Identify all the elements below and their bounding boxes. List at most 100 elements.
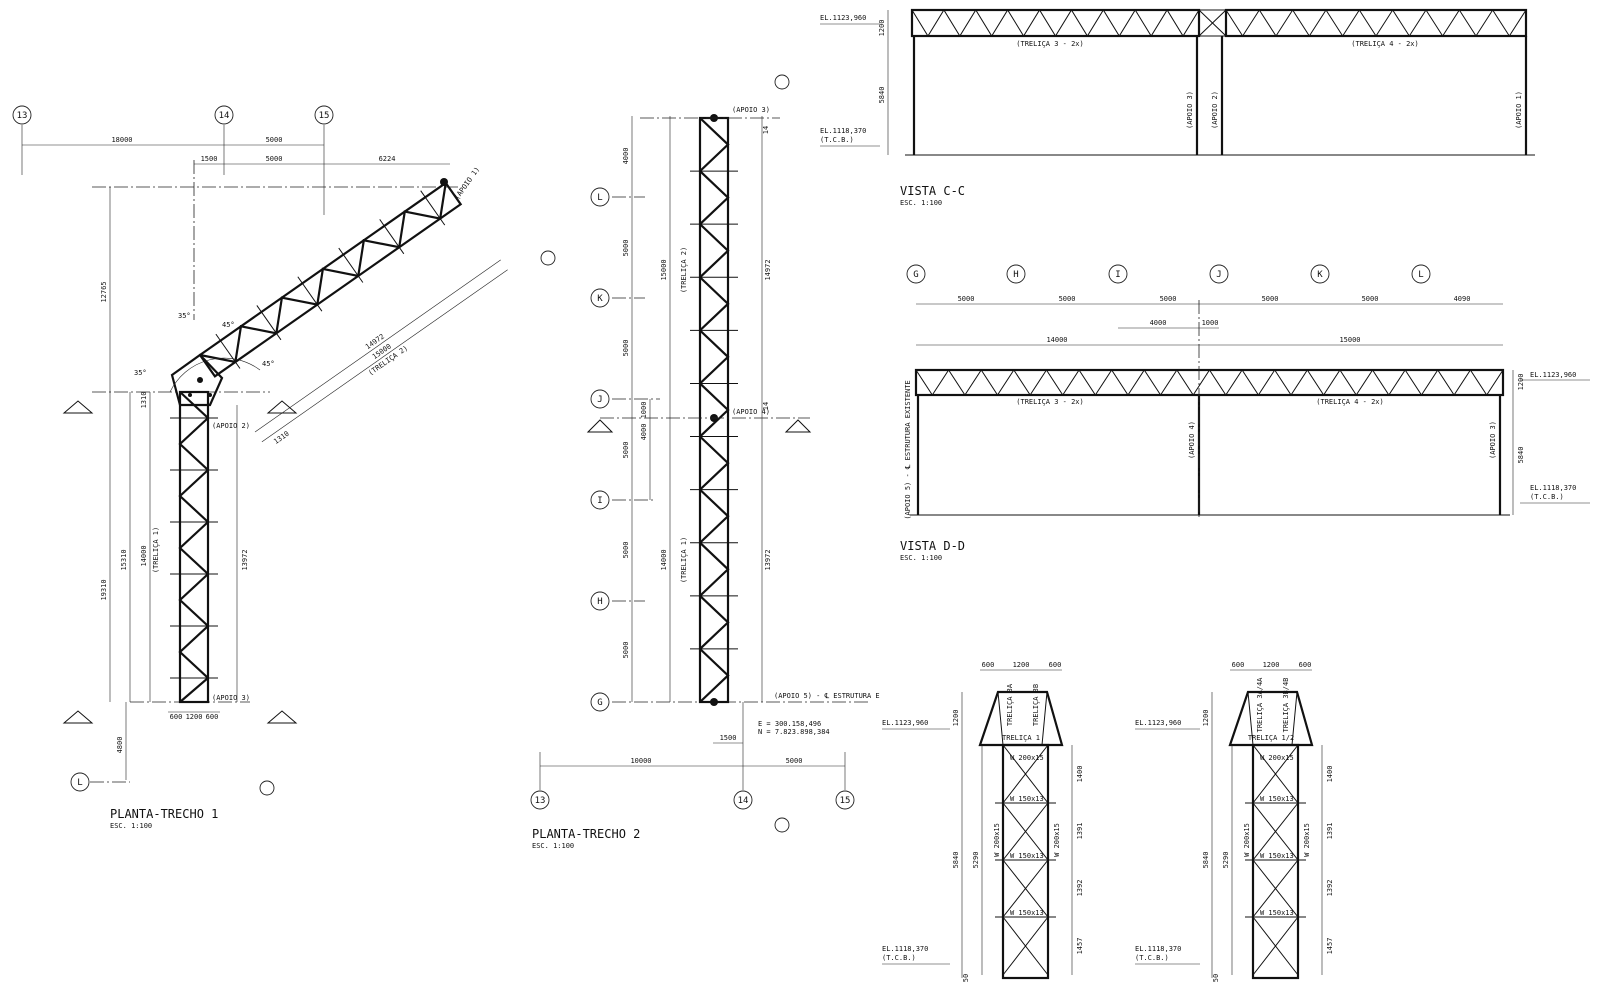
cc-apoio-2: (APOIO 2) [1211,91,1219,129]
axis-bubble-L2 [590,187,610,207]
t1-member-4: W 150x13 [1010,909,1044,917]
t1-member-3: W 150x13 [1010,852,1044,860]
angle-35-b: 35° [134,369,147,377]
axis-label-L: L [77,778,82,788]
p2-dim-14-a: 14 [762,126,770,134]
t1-el-bottom: EL.1118,370 [882,945,928,953]
t1-dim-600-b: 600 [1049,661,1062,669]
view-cc: EL.1123,960 EL.1118,370 (T.C.B.) 1200 58… [820,8,1535,207]
angle-45: 45° [222,321,235,329]
dd-dim-5000-b: 5000 [1059,295,1076,303]
axis-label-K2: K [597,294,603,304]
dd-axis-L [1411,264,1431,284]
p2-dim-5000-d: 5000 [622,542,630,559]
t1-dim-5290: 5290 [972,852,980,869]
p2-trelica-2: (TRELIÇA 2) [680,247,688,293]
dd-dim-5000-d: 5000 [1262,295,1279,303]
axis-bubble-J2 [590,389,610,409]
p2-dim-5000-e: 5000 [622,642,630,659]
vista-dd-title: VISTA D-D [900,539,965,553]
t1-trelica-3a: TRELIÇA 3A [1006,683,1014,726]
axis-label-13: 13 [17,111,28,121]
t2-dim-5290: 5290 [1222,852,1230,869]
dd-trelica-4: (TRELIÇA 4 - 2x) [1316,398,1383,406]
t1-dim-5840: 5840 [952,852,960,869]
dd-dim-5000-a: 5000 [958,295,975,303]
label-apoio-2: (APOIO 2) [212,422,250,430]
junction-node [170,353,224,407]
t2-el-top: EL.1123,960 [1135,719,1181,727]
dd-axis-J [1209,264,1229,284]
t2-member-2: W 150x13 [1260,795,1294,803]
dd-dim-14000: 14000 [1046,336,1067,344]
t2-member-5: W 200x15 [1243,823,1251,857]
t2-dim-600-a: 600 [1232,661,1245,669]
p2-apoio-5: (APOIO 5) - ℄ ESTRUTURA E [774,692,880,700]
t2-column [1251,743,1300,980]
dd-axis-label-L: L [1418,270,1423,280]
dim-5000-b: 5000 [266,155,283,163]
section-marker [774,74,790,90]
dim-bottom-600-a: 600 [170,713,183,721]
cc-truss-3 [910,8,1201,38]
cc-dim-5840: 5840 [878,87,886,104]
t2-member-3: W 150x13 [1260,852,1294,860]
p2-apoio-3: (APOIO 3) [732,106,770,114]
cc-tcb: (T.C.B.) [820,136,854,144]
p2-dim-5000-c: 5000 [622,442,630,459]
t1-member-1: W 200x15 [1010,754,1044,762]
p2-dim-5000-a: 5000 [622,240,630,257]
p2-dim-10000: 10000 [630,757,651,765]
dim-18000: 18000 [111,136,132,144]
dd-dim-5000-e: 5000 [1362,295,1379,303]
t1-member-6: W 200x15 [1053,823,1061,857]
dim-4800: 4800 [116,737,124,754]
section-marker [774,817,790,833]
dd-trelica-3: (TRELIÇA 3 - 2x) [1016,398,1083,406]
t2-tcb: (T.C.B.) [1135,954,1169,962]
plan-section-2: L K J I H G 4000 5000 5000 5000 5000 500… [530,74,880,850]
cc-apoio-3: (APOIO 3) [1186,91,1194,129]
axis-bubble-G2 [590,692,610,712]
cc-apoio-1: (APOIO 1) [1515,91,1523,129]
tower-elevation-2: EL.1123,960 EL.1118,370 (T.C.B.) 600 120… [1135,661,1334,982]
axis-label-I2: I [597,496,602,506]
axis-label-J2: J [597,395,602,405]
dd-el-bottom: EL.1118,370 [1530,484,1576,492]
cc-trelica-3: (TRELIÇA 3 - 2x) [1016,40,1083,48]
axis-bubble-15 [314,105,334,125]
dd-el-top: EL.1123,960 [1530,371,1576,379]
label-trelica-1: (TRELIÇA 1) [152,527,160,573]
dd-dim-4000: 4000 [1150,319,1167,327]
t1-member-5: W 200x15 [993,823,1001,857]
coord-n: N = 7.823.898,384 [758,728,830,736]
dd-axis-label-H: H [1013,270,1018,280]
t2-el-bottom: EL.1118,370 [1135,945,1181,953]
dd-axis-label-K: K [1317,270,1323,280]
dd-axis-label-G: G [913,270,918,280]
dd-truss [914,368,1505,397]
dim-1500: 1500 [201,155,218,163]
t1-dim-1200-v: 1200 [952,710,960,727]
section-marker [62,400,94,414]
dim-bottom-600-b: 600 [206,713,219,721]
plan1-scale: ESC. 1:100 [110,822,152,830]
axis-bubble-14b [733,790,753,810]
axis-label-15b: 15 [840,796,851,806]
t1-trelica-label: TRELIÇA 1 [1002,734,1040,742]
dd-axis-K [1310,264,1330,284]
t1-dim-50: 50 [962,974,970,982]
section-marker [266,710,298,724]
section-marker [266,400,298,414]
axis-label-15: 15 [319,111,330,121]
t2-trelica-label: TRELIÇA 1/2 [1248,734,1294,742]
t1-dim-1392: 1392 [1076,880,1084,897]
axis-label-H2: H [597,597,602,607]
angle-arc [169,357,261,393]
t1-dim-1391: 1391 [1076,823,1084,840]
t2-dim-1391: 1391 [1326,823,1334,840]
dim-13972: 13972 [241,549,249,570]
dim-14000: 14000 [140,545,148,566]
label-apoio-3: (APOIO 3) [212,694,250,702]
